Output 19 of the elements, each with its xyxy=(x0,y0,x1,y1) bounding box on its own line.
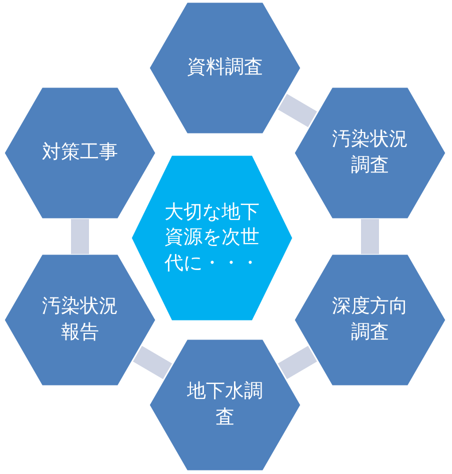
node-label: 地下水調査 xyxy=(186,379,264,430)
node-label: 汚染状況報告 xyxy=(41,294,119,345)
node-label: 対策工事 xyxy=(41,140,119,166)
connector-band xyxy=(277,346,318,380)
connector-band xyxy=(277,94,318,128)
node-label: 大切な地下資源を次世代に・・・ xyxy=(164,200,260,276)
connector-band xyxy=(361,219,379,254)
connector-band xyxy=(132,346,173,380)
hexagon-node xyxy=(149,2,301,134)
hexagon-node xyxy=(4,87,156,219)
hexagon-node xyxy=(149,339,301,471)
hexagon-node xyxy=(294,87,446,219)
hexagon-node xyxy=(131,155,293,321)
node-label: 資料調査 xyxy=(186,55,264,80)
connector-band xyxy=(71,219,89,254)
hexagon-node xyxy=(4,254,156,386)
node-label: 汚染状況調査 xyxy=(331,127,409,178)
hexagon-node xyxy=(294,254,446,386)
node-label: 深度方向調査 xyxy=(331,294,409,345)
